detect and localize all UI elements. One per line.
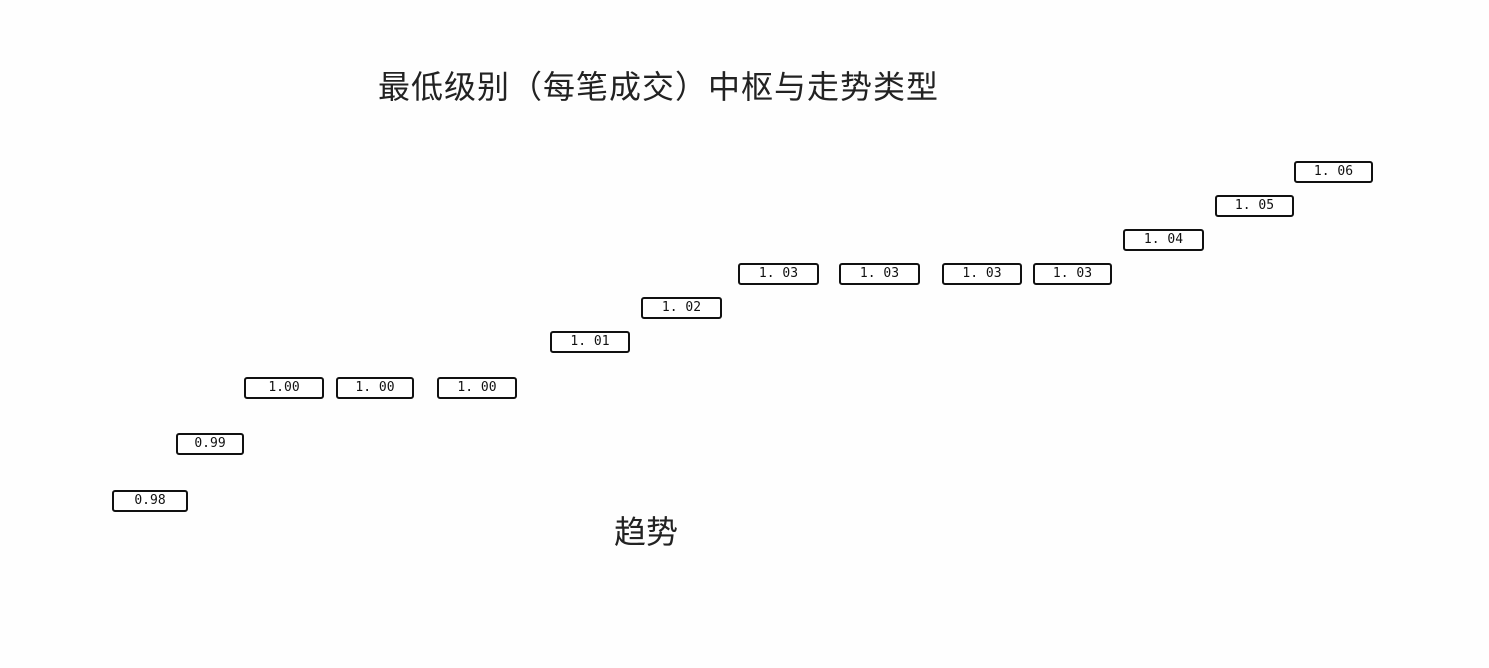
price-box: 1.00: [244, 377, 324, 399]
price-box: 0.99: [176, 433, 244, 455]
price-box: 1. 03: [738, 263, 819, 285]
price-box: 1. 06: [1294, 161, 1373, 183]
price-box: 1. 03: [839, 263, 920, 285]
price-box: 1. 01: [550, 331, 630, 353]
price-box: 1. 03: [1033, 263, 1112, 285]
price-box: 1. 02: [641, 297, 722, 319]
price-box: 0.98: [112, 490, 188, 512]
price-box: 1. 05: [1215, 195, 1294, 217]
price-box: 1. 00: [437, 377, 517, 399]
trend-caption: 趋势: [614, 513, 679, 551]
price-box: 1. 04: [1123, 229, 1204, 251]
diagram-title: 最低级别（每笔成交）中枢与走势类型: [378, 68, 940, 106]
price-box: 1. 00: [336, 377, 414, 399]
price-box: 1. 03: [942, 263, 1022, 285]
